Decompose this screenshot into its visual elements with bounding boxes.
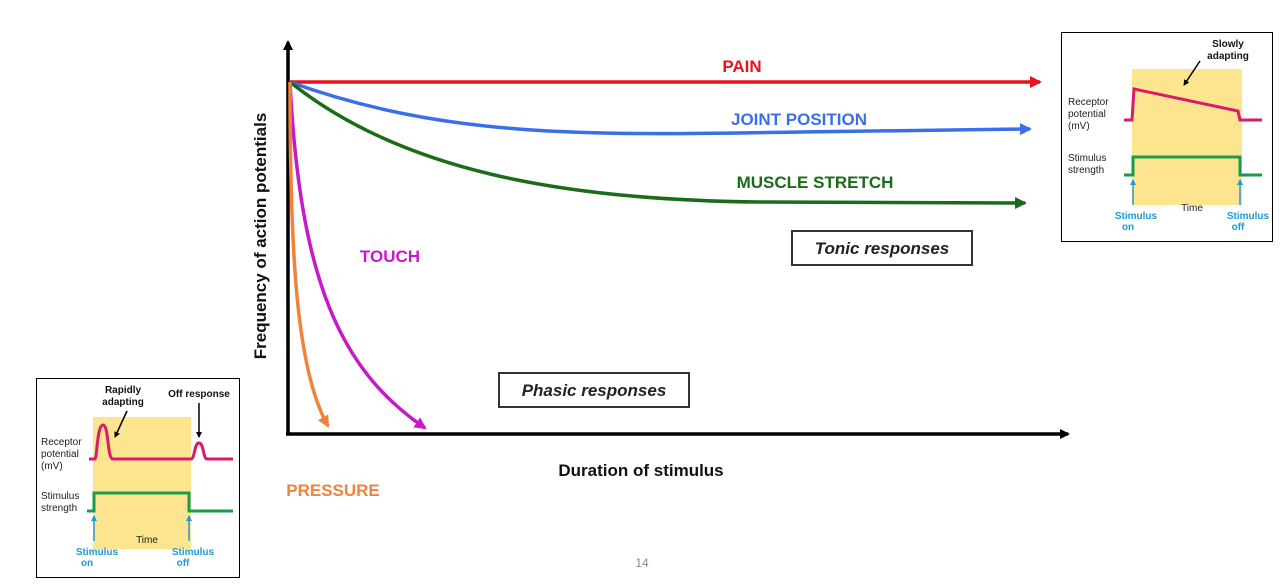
time-label: Time	[136, 535, 158, 546]
rapidly-adapting-graph: Rapidly adapting Off response Receptor p…	[41, 385, 233, 569]
stimulus-on-label-1: Stimulus	[1115, 211, 1158, 222]
receptor-trace	[1124, 87, 1262, 122]
off-response-label: Off response	[168, 389, 230, 400]
receptor-label-3: (mV)	[1068, 121, 1090, 132]
stimulus-trace	[1124, 155, 1262, 177]
stimulus-label-1: Stimulus	[41, 491, 79, 502]
tonic-responses-box	[791, 230, 973, 266]
pain-label: PAIN	[722, 57, 761, 76]
stimulus-on-label-1: Stimulus	[76, 547, 119, 558]
stimulus-on-label-2: on	[1122, 222, 1134, 233]
time-label: Time	[1181, 203, 1203, 214]
stimulus-label-2: strength	[1068, 165, 1104, 176]
muscle-stretch-label: MUSCLE STRETCH	[737, 173, 894, 192]
stimulus-label-2: strength	[41, 503, 77, 514]
phasic-responses-box	[498, 372, 690, 408]
slowly-title-2: adapting	[1207, 51, 1249, 62]
receptor-label-1: Receptor	[41, 437, 82, 448]
joint-position-curve	[289, 80, 1032, 136]
pressure-label: PRESSURE	[286, 481, 380, 500]
rapidly-adapting-inset: Rapidly adapting Off response Receptor p…	[36, 378, 240, 578]
stimulus-label-1: Stimulus	[1068, 153, 1106, 164]
slowly-title-1: Slowly	[1212, 39, 1244, 50]
touch-label: TOUCH	[360, 247, 420, 266]
receptor-trace	[89, 423, 233, 461]
slowly-adapting-graph: Slowly adapting Receptor potential (mV) …	[1068, 39, 1270, 233]
slowly-adapting-inset: Slowly adapting Receptor potential (mV) …	[1061, 32, 1273, 242]
receptor-label-2: potential	[1068, 109, 1106, 120]
phasic-responses-text: Phasic responses	[522, 381, 667, 400]
tonic-responses-text: Tonic responses	[815, 239, 949, 258]
y-axis-label: Frequency of action potentials	[251, 113, 270, 360]
pressure-curve	[288, 81, 330, 428]
rapid-pointer	[114, 410, 128, 438]
receptor-label-1: Receptor	[1068, 97, 1109, 108]
stimulus-trace	[87, 491, 233, 513]
stimulus-off-label-1: Stimulus	[1227, 211, 1270, 222]
receptor-label-3: (mV)	[41, 461, 63, 472]
receptor-label-2: potential	[41, 449, 79, 460]
slowly-adapting-pointer	[1183, 60, 1201, 86]
page-number: 14	[635, 556, 649, 570]
stimulus-highlight	[93, 417, 191, 549]
muscle-stretch-curve	[288, 80, 1027, 209]
rapid-title-2: adapting	[102, 397, 144, 408]
stimulus-off-label-2: off	[177, 558, 190, 569]
stimulus-off-label-2: off	[1232, 222, 1245, 233]
touch-curve	[288, 81, 427, 430]
joint-position-label: JOINT POSITION	[731, 110, 867, 129]
x-axis-label: Duration of stimulus	[558, 461, 723, 480]
stimulus-off-label-1: Stimulus	[172, 547, 215, 558]
rapid-title-1: Rapidly	[105, 385, 142, 396]
stimulus-highlight	[1132, 69, 1242, 205]
stimulus-on-label-2: on	[81, 558, 93, 569]
